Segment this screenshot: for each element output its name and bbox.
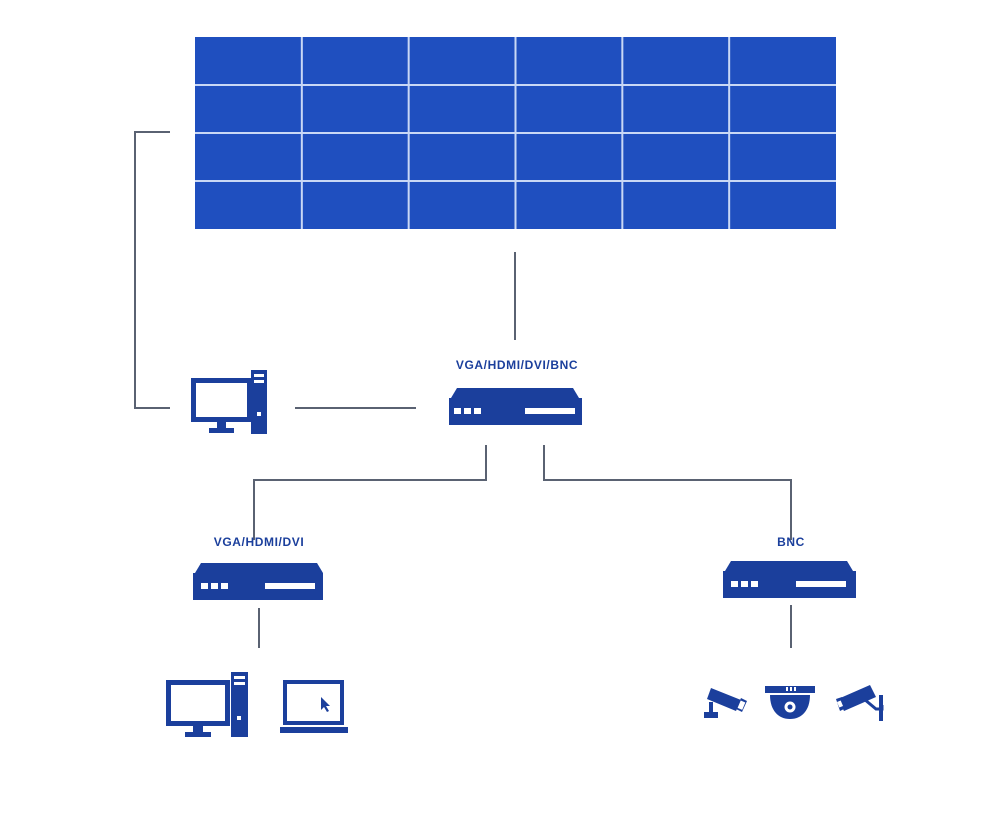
left-processor-icon xyxy=(193,563,323,600)
video-wall-panel xyxy=(516,134,622,180)
right-processor-icon xyxy=(723,561,856,598)
desktop-computer-icon xyxy=(166,672,248,737)
video-wall-panel xyxy=(409,37,515,84)
video-wall-panel xyxy=(195,134,301,180)
connection-lines xyxy=(134,131,792,648)
video-wall-panel xyxy=(195,37,301,84)
right-processor-label: BNC xyxy=(777,535,805,549)
processor-to-left-line xyxy=(253,445,487,540)
video-wall-panel xyxy=(730,182,836,229)
video-wall xyxy=(195,37,836,229)
laptop-icon xyxy=(280,680,348,733)
video-wall-panel xyxy=(623,37,729,84)
video-wall-panel xyxy=(302,37,408,84)
video-wall-panel xyxy=(409,134,515,180)
video-wall-panel xyxy=(623,86,729,132)
wall-mount-camera-icon xyxy=(836,685,884,721)
video-wall-panel xyxy=(195,86,301,132)
video-wall-panel xyxy=(302,86,408,132)
main-processor-label: VGA/HDMI/DVI/BNC xyxy=(456,358,578,372)
video-wall-panel xyxy=(730,134,836,180)
video-wall-panel xyxy=(409,182,515,229)
bullet-camera-icon xyxy=(704,688,747,718)
cursor-icon xyxy=(321,697,330,712)
dome-camera-icon xyxy=(765,686,815,719)
video-wall-panel xyxy=(516,86,622,132)
video-wall-panel xyxy=(516,182,622,229)
video-wall-panel xyxy=(302,134,408,180)
left-processor-label: VGA/HDMI/DVI xyxy=(214,535,305,549)
video-wall-panel xyxy=(623,134,729,180)
video-wall-panel xyxy=(195,182,301,229)
wall-to-pc-line xyxy=(134,131,170,409)
main-processor-icon xyxy=(449,388,582,425)
desktop-computer-icon xyxy=(191,370,267,434)
video-wall-panel xyxy=(730,86,836,132)
video-wall-panel xyxy=(730,37,836,84)
video-wall-panel xyxy=(623,182,729,229)
video-wall-panel xyxy=(516,37,622,84)
video-wall-panel xyxy=(302,182,408,229)
video-wall-panels xyxy=(195,37,836,229)
video-wall-panel xyxy=(409,86,515,132)
processor-to-right-line xyxy=(543,445,792,540)
